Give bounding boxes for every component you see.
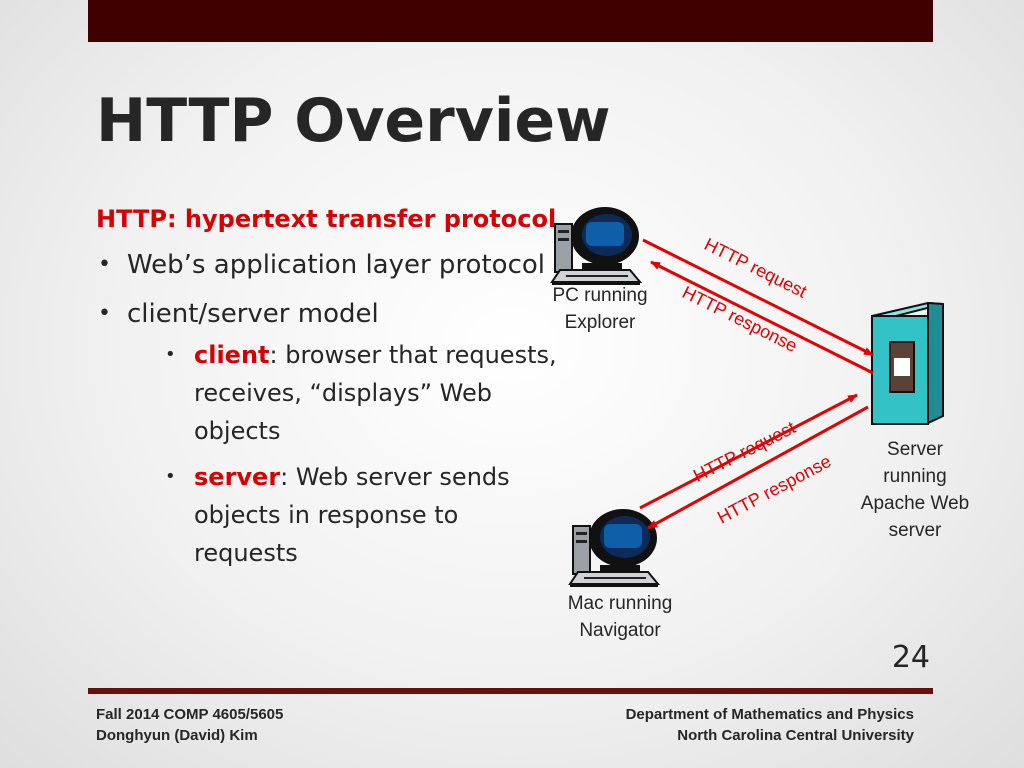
mac-label: Mac running Navigator bbox=[567, 593, 673, 641]
upper-request-arrow bbox=[642, 238, 874, 357]
footer-rule bbox=[88, 688, 933, 694]
term-server: server bbox=[194, 463, 281, 491]
upper-response-arrow bbox=[650, 260, 874, 375]
diagram-graphics bbox=[551, 206, 944, 588]
bullet-item: Web’s application layer protocol bbox=[96, 245, 566, 285]
http-diagram: PC running Explorer Mac running Navigato… bbox=[530, 190, 1010, 660]
footer-left: Fall 2014 COMP 4605/5605 Donghyun (David… bbox=[96, 704, 283, 746]
bullet-list: Web’s application layer protocol client/… bbox=[96, 245, 566, 572]
instructor-label: Donghyun (David) Kim bbox=[96, 727, 258, 744]
sub-bullet-text: : browser that requests, receives, “disp… bbox=[194, 341, 557, 445]
sub-bullet-item: client: browser that requests, receives,… bbox=[127, 336, 566, 450]
server-tower-icon bbox=[871, 301, 944, 425]
sub-bullet-list: client: browser that requests, receives,… bbox=[127, 336, 566, 572]
slide-title: HTTP Overview bbox=[96, 86, 611, 156]
term-client: client bbox=[194, 341, 270, 369]
server-label: Server running Apache Web server bbox=[860, 439, 970, 541]
bullet-text: client/server model bbox=[127, 299, 379, 329]
pc-computer-icon bbox=[551, 206, 641, 286]
university-label: North Carolina Central University bbox=[677, 727, 914, 744]
lead-text: HTTP: hypertext transfer protocol bbox=[96, 205, 557, 233]
footer-right: Department of Mathematics and Physics No… bbox=[626, 704, 914, 746]
top-bar bbox=[88, 0, 933, 42]
page-number: 24 bbox=[891, 640, 930, 675]
lower-response-arrow bbox=[647, 405, 869, 530]
department-label: Department of Mathematics and Physics bbox=[625, 706, 914, 723]
pc-label: PC running Explorer bbox=[552, 285, 648, 333]
lower-request-arrow bbox=[639, 393, 858, 510]
mac-computer-icon bbox=[569, 508, 659, 588]
sub-bullet-text: : Web server sends objects in response t… bbox=[194, 463, 510, 567]
course-label: Fall 2014 COMP 4605/5605 bbox=[96, 706, 284, 723]
sub-bullet-item: server: Web server sends objects in resp… bbox=[127, 458, 566, 572]
slide-body: HTTP: hypertext transfer protocol Web’s … bbox=[96, 200, 566, 581]
bullet-item: client/server model client: browser that… bbox=[96, 294, 566, 572]
